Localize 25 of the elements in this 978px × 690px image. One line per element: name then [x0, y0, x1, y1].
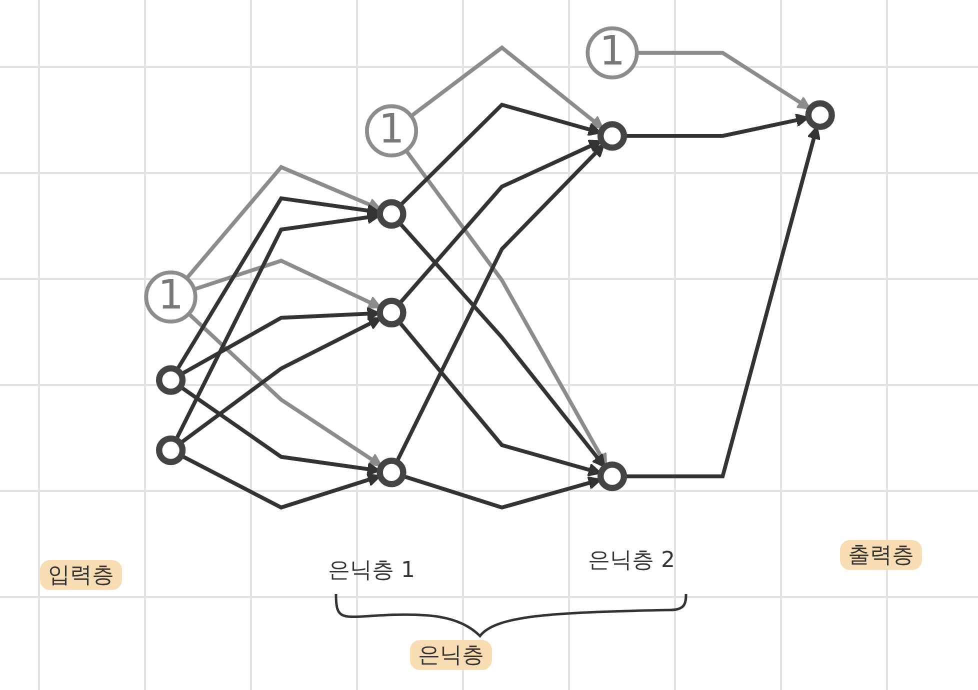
arrow — [179, 317, 382, 445]
layer-label: 입력층 — [40, 560, 122, 590]
layer-label: 은닉층 2 — [587, 547, 676, 575]
node-circle — [376, 458, 406, 488]
node-circle: 1 — [365, 104, 418, 158]
arrow — [187, 312, 382, 467]
node-circle — [376, 298, 406, 328]
node-circle — [156, 365, 186, 395]
node-circle — [597, 121, 628, 151]
arrow — [194, 258, 382, 309]
arrow — [398, 140, 602, 306]
layer-label: 출력층 — [840, 540, 922, 570]
arrow — [185, 164, 382, 280]
node-circle — [156, 435, 186, 466]
node-circle — [805, 100, 835, 130]
node-circle: 1 — [144, 270, 198, 324]
layer-label: 은닉층 1 — [327, 557, 416, 585]
node-circle — [597, 462, 628, 492]
node-circle — [376, 199, 406, 229]
node-circle: 1 — [586, 26, 639, 80]
arrow — [175, 196, 381, 372]
arrow — [398, 221, 606, 468]
arrow — [636, 50, 811, 110]
layer-label: 은닉층 — [410, 640, 492, 670]
arrow — [410, 45, 604, 130]
